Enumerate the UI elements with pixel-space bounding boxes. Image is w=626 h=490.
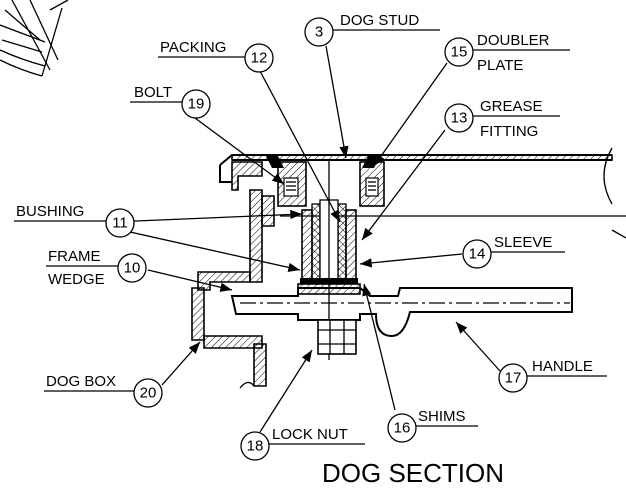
callout-16-number: 16 xyxy=(394,420,411,437)
callout-14-label: SLEEVE xyxy=(494,234,552,251)
callout-10-label: FRAME xyxy=(48,248,101,265)
callout-3-label: DOG STUD xyxy=(340,12,419,29)
callout-13-number: 13 xyxy=(451,110,468,127)
callout-13-label: GREASE xyxy=(480,98,543,115)
callout-12-number: 12 xyxy=(251,50,268,67)
callout-15-number: 15 xyxy=(451,44,468,61)
callout-20-number: 20 xyxy=(140,385,157,402)
callout-14-number: 14 xyxy=(469,246,486,263)
callout-12-label: PACKING xyxy=(160,39,226,56)
callout-11: 11 BUSHING xyxy=(14,203,135,238)
callout-16: 16 SHIMS xyxy=(387,408,478,443)
callout-12: 12 PACKING xyxy=(158,39,274,73)
callout-3-number: 3 xyxy=(315,24,323,41)
callout-16-label: SHIMS xyxy=(418,408,466,425)
callout-18: 18 LOCK NUT xyxy=(240,426,365,461)
callout-18-label: LOCK NUT xyxy=(272,426,348,443)
callout-10-number: 10 xyxy=(124,260,141,277)
callout-3: 3 DOG STUD xyxy=(304,12,440,47)
callout-11-label: BUSHING xyxy=(16,203,84,220)
callout-20: 20 DOG BOX xyxy=(44,373,163,408)
detail-view-fragment xyxy=(0,0,69,77)
callout-19-number: 19 xyxy=(188,96,205,113)
callout-10-label-2: WEDGE xyxy=(48,271,105,288)
callout-14: 14 SLEEVE xyxy=(462,234,565,269)
callout-10: 10 FRAME WEDGE xyxy=(46,248,147,288)
callout-19-label: BOLT xyxy=(134,84,172,101)
callout-20-label: DOG BOX xyxy=(46,373,116,390)
leader-lines xyxy=(111,45,501,433)
callout-17: 17 HANDLE xyxy=(498,358,607,393)
callout-19: 19 BOLT xyxy=(130,84,211,119)
callout-17-number: 17 xyxy=(505,370,522,387)
callout-15-label: DOUBLER xyxy=(477,32,550,49)
callout-11-number: 11 xyxy=(112,215,128,232)
callout-13-label-2: FITTING xyxy=(480,123,538,140)
callout-13: 13 GREASE FITTING xyxy=(444,98,560,140)
callout-17-label: HANDLE xyxy=(532,358,593,375)
drawing-title: DOG SECTION xyxy=(322,458,504,488)
callout-15-label-2: PLATE xyxy=(477,57,523,74)
deck-structure xyxy=(219,147,626,239)
handle xyxy=(230,287,573,338)
callout-15: 15 DOUBLER PLATE xyxy=(444,32,570,74)
dog-box-walls xyxy=(191,189,275,389)
lock-nut xyxy=(317,319,357,355)
callout-18-number: 18 xyxy=(247,438,264,455)
bolt-blocks xyxy=(266,156,385,207)
